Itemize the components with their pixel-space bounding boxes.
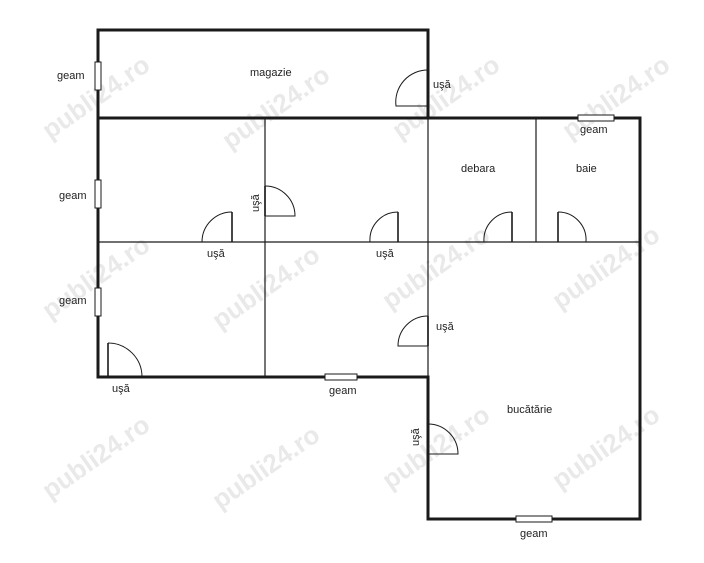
doors (107, 69, 587, 455)
door-label: uşă (112, 383, 131, 395)
door-room-2 (264, 185, 296, 217)
door-room-1 (201, 211, 233, 243)
door-label: uşă (207, 248, 226, 260)
interior-walls (98, 118, 640, 377)
door-label: uşă (250, 193, 262, 212)
door-hall (397, 315, 429, 347)
svg-text:publi24.ro: publi24.ro (376, 219, 495, 315)
window-label: geam (329, 385, 357, 397)
windows (94, 61, 615, 523)
door-baie (557, 211, 587, 243)
window-baie (577, 114, 615, 122)
door-bucatarie (427, 423, 459, 455)
window-left-upper (94, 179, 102, 209)
door-label: uşă (433, 79, 452, 91)
window-left-lower (94, 287, 102, 317)
outer-walls (96, 28, 642, 521)
window-label: geam (59, 190, 87, 202)
room-label-magazie: magazie (250, 67, 292, 79)
door-label: uşă (410, 427, 422, 446)
room-label-bucatarie: bucătărie (507, 404, 552, 416)
door-room-3 (369, 211, 399, 243)
door-entrance (107, 342, 143, 378)
door-debara (483, 211, 513, 243)
svg-text:publi24.ro: publi24.ro (36, 409, 155, 505)
svg-text:publi24.ro: publi24.ro (546, 219, 665, 315)
window-magazie (94, 61, 102, 91)
door-label: uşă (376, 248, 395, 260)
door-magazie (395, 69, 429, 107)
window-bottom-middle (324, 373, 358, 381)
window-label: geam (580, 124, 608, 136)
svg-text:publi24.ro: publi24.ro (386, 49, 505, 145)
door-label: uşă (436, 321, 455, 333)
window-label: geam (59, 295, 87, 307)
window-label: geam (57, 70, 85, 82)
room-label-debara: debara (461, 163, 496, 175)
window-label: geam (520, 528, 548, 540)
svg-text:publi24.ro: publi24.ro (376, 399, 495, 495)
svg-text:publi24.ro: publi24.ro (546, 399, 665, 495)
room-label-baie: baie (576, 163, 597, 175)
svg-text:publi24.ro: publi24.ro (206, 419, 325, 515)
window-bucatarie (515, 515, 553, 523)
svg-text:publi24.ro: publi24.ro (556, 49, 675, 145)
